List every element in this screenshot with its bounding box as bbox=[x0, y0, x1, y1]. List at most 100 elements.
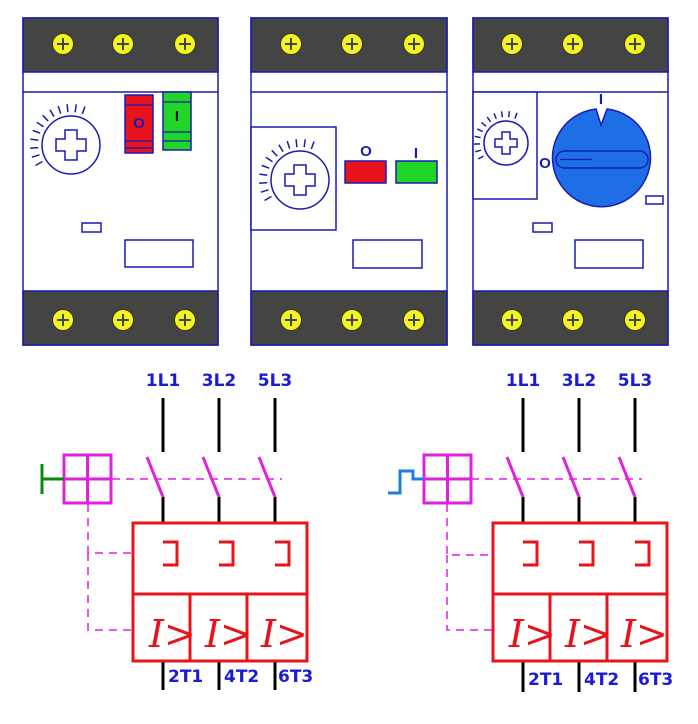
on-label: I bbox=[414, 145, 418, 162]
dial-tick bbox=[66, 104, 69, 113]
device-pushbutton-breaker-wide: O I bbox=[250, 17, 448, 346]
trip-label-2: I> bbox=[564, 612, 612, 656]
label-plate bbox=[124, 239, 194, 268]
dial-tick bbox=[514, 112, 518, 119]
dial-tick bbox=[30, 138, 39, 142]
link-to-magnetic bbox=[446, 555, 493, 631]
screw-icon bbox=[173, 308, 197, 332]
terminal-label-6T3: 6T3 bbox=[638, 670, 673, 690]
dial-tick bbox=[486, 116, 492, 123]
trip-unit-block bbox=[131, 521, 309, 663]
switch-contacts bbox=[505, 456, 637, 498]
label-plate bbox=[574, 239, 644, 269]
dial-tick bbox=[35, 160, 43, 167]
trip-label-2: I> bbox=[204, 612, 252, 656]
on-button[interactable] bbox=[395, 160, 438, 184]
screw-icon bbox=[623, 308, 647, 332]
dial-tick bbox=[259, 181, 268, 184]
screw-icon bbox=[402, 32, 426, 56]
indicator-window bbox=[81, 222, 102, 233]
dial-tick bbox=[32, 129, 41, 134]
actuator-latch bbox=[62, 453, 113, 505]
device-rotary-breaker: I O bbox=[472, 17, 669, 346]
link-to-thermal bbox=[87, 504, 131, 554]
indicator-window bbox=[645, 195, 664, 205]
off-button[interactable] bbox=[344, 160, 387, 184]
screw-icon bbox=[51, 32, 75, 56]
dial-tick bbox=[264, 195, 272, 202]
pushbutton-operator-icon bbox=[40, 464, 64, 494]
screw-icon bbox=[500, 32, 524, 56]
screw-icon bbox=[111, 32, 135, 56]
terminal-label-3L2: 3L2 bbox=[562, 371, 597, 391]
terminal-label-2T1: 2T1 bbox=[168, 667, 203, 687]
screw-icon bbox=[623, 32, 647, 56]
dial-tick bbox=[475, 149, 482, 153]
trip-label-1: I> bbox=[148, 612, 196, 656]
terminal-label-6T3: 6T3 bbox=[278, 667, 313, 687]
screw-icon bbox=[279, 308, 303, 332]
on-button-label: I bbox=[175, 108, 179, 125]
screw-icon bbox=[340, 32, 364, 56]
terminal-label-1L1: 1L1 bbox=[506, 371, 541, 391]
svg-text:I>: I> bbox=[260, 612, 308, 656]
current-setting-dial[interactable] bbox=[473, 111, 529, 166]
terminal-label-4T2: 4T2 bbox=[584, 670, 619, 690]
dial-tick bbox=[476, 128, 483, 133]
dial-tick bbox=[49, 109, 55, 118]
dial-tick bbox=[260, 189, 269, 193]
dial-tick bbox=[57, 105, 62, 114]
trip-label-3: I> bbox=[620, 612, 668, 656]
knob-on-label: I bbox=[599, 91, 603, 108]
dial-tick bbox=[507, 111, 511, 118]
knob-off-label: O bbox=[539, 155, 551, 172]
switch-contacts bbox=[145, 456, 277, 498]
dial-tick bbox=[271, 149, 278, 157]
link-to-magnetic bbox=[87, 553, 131, 631]
current-setting-dial[interactable] bbox=[30, 104, 101, 175]
dial-tick bbox=[31, 154, 40, 158]
link-to-thermal bbox=[446, 504, 493, 556]
dial-tick bbox=[42, 114, 49, 122]
dial-tick bbox=[477, 155, 484, 160]
screw-icon bbox=[173, 32, 197, 56]
rotary-operator-icon bbox=[388, 469, 424, 495]
screw-icon bbox=[51, 308, 75, 332]
svg-text:I>: I> bbox=[564, 612, 612, 656]
dial-tick bbox=[30, 146, 39, 149]
dial-tick bbox=[265, 156, 273, 163]
dial-tick bbox=[500, 111, 504, 118]
dial-tick bbox=[474, 135, 481, 139]
on-button[interactable]: I bbox=[162, 91, 192, 151]
dial-tick bbox=[259, 173, 268, 177]
svg-text:I>: I> bbox=[508, 612, 556, 656]
off-button[interactable]: O bbox=[124, 94, 154, 154]
screw-icon bbox=[340, 308, 364, 332]
dial-tick bbox=[261, 164, 270, 169]
screw-icon bbox=[279, 32, 303, 56]
thermal-elements bbox=[523, 540, 651, 567]
screw-icon bbox=[402, 308, 426, 332]
terminal-label-4T2: 4T2 bbox=[224, 667, 259, 687]
trip-label-1: I> bbox=[508, 612, 556, 656]
magnetic-trip-labels: I> I> I> bbox=[508, 612, 668, 656]
actuator-latch bbox=[422, 453, 473, 505]
terminal-label-1L1: 1L1 bbox=[146, 371, 181, 391]
terminal-label-2T1: 2T1 bbox=[528, 670, 563, 690]
screw-icon bbox=[111, 308, 135, 332]
dial-tick bbox=[493, 113, 497, 120]
rotary-knob[interactable] bbox=[551, 108, 652, 208]
screw-icon bbox=[561, 308, 585, 332]
off-label: O bbox=[360, 143, 372, 160]
dial-tick bbox=[81, 106, 86, 115]
thermal-elements bbox=[163, 540, 291, 567]
schematic-pushbutton-breaker: 1L1 3L2 5L3 bbox=[40, 371, 313, 690]
dial-tick bbox=[286, 140, 291, 149]
dial-tick bbox=[303, 139, 306, 148]
dial-tick bbox=[74, 104, 77, 113]
device-pushbutton-breaker-narrow: O I bbox=[22, 17, 219, 346]
terminal-label-3L2: 3L2 bbox=[202, 371, 237, 391]
dial-tick bbox=[36, 121, 44, 128]
current-setting-dial[interactable] bbox=[259, 139, 330, 210]
